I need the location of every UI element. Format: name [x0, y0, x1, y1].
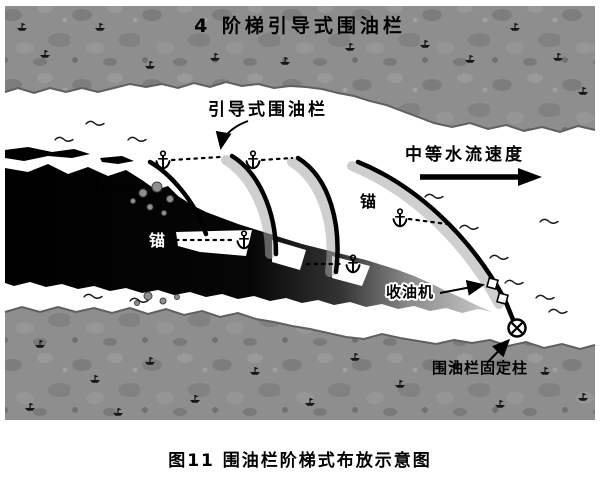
flow-direction-arrow-icon	[420, 168, 542, 186]
boom-2	[229, 153, 279, 257]
boom-4	[355, 159, 517, 325]
guide-boom-label: 引导式围油栏	[208, 99, 328, 120]
oil-streak	[100, 156, 134, 164]
upper-bank-shoreline	[4, 80, 596, 134]
fixed-post-icon	[507, 318, 527, 338]
mooring-line	[260, 156, 294, 162]
guide-boom-pointer-arrow	[215, 120, 249, 150]
skimmer-square-icon	[486, 277, 509, 305]
oil-droplets	[130, 181, 180, 306]
oil-streak	[5, 147, 90, 161]
diagram-title: 4 阶梯引导式围油栏	[194, 14, 406, 37]
fixed-post-label: 围油栏固定柱	[432, 359, 528, 377]
boom-3	[295, 155, 340, 275]
anchor-label-left: 锚	[149, 231, 165, 250]
mooring-lines	[104, 155, 449, 266]
boom-deployment-diagram: 4 阶梯引导式围油栏 引导式围油栏 中等水流速度 锚 锚 收油机 围油栏固定柱	[4, 6, 596, 420]
mooring-line	[407, 217, 449, 226]
boom-1	[147, 159, 209, 237]
mooring-line	[170, 155, 222, 162]
flow-speed-label: 中等水流速度	[405, 144, 525, 165]
anchor-label-right: 锚	[360, 192, 376, 211]
lower-river-bank	[5, 307, 595, 420]
fixed-post-pointer-arrow	[487, 338, 511, 363]
figure-caption: 图11 围油栏阶梯式布放示意图	[168, 451, 432, 471]
oil-accumulation-shading	[221, 155, 504, 309]
upper-river-bank	[5, 6, 595, 132]
skimmer-label: 收油机	[386, 283, 434, 301]
skimmer-pointer-arrow	[439, 279, 485, 296]
